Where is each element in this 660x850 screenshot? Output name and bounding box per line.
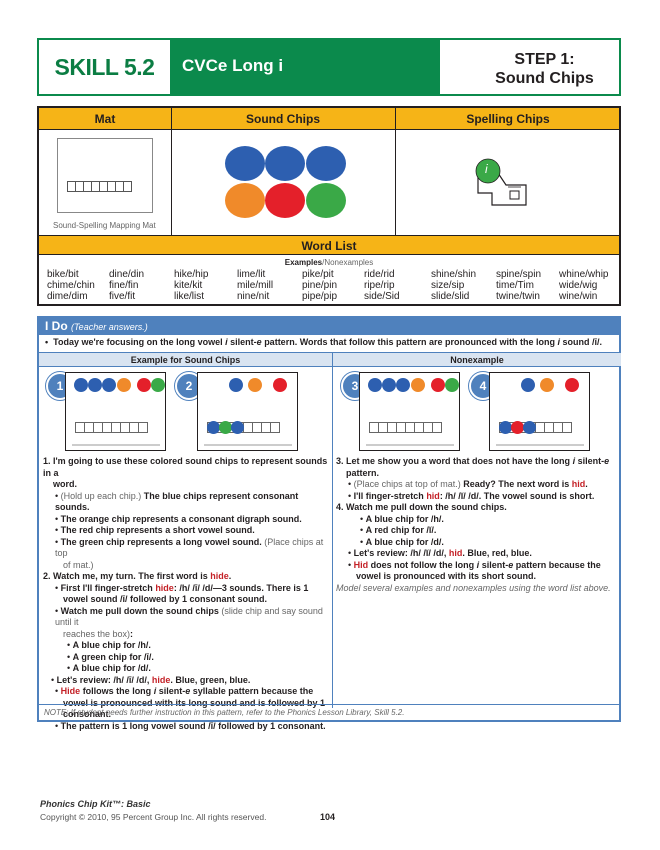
spelling-chip-letter: i: [485, 162, 488, 176]
word-pair: chime/chin: [47, 280, 95, 291]
i-do-panel: I Do (Teacher answers.) • Today we're fo…: [37, 316, 621, 731]
chip-mat-card: [489, 372, 590, 451]
word-pair: spine/spin: [496, 269, 542, 280]
sound-chip-orange: [225, 183, 265, 218]
sound-chip-blue: [265, 146, 305, 181]
word-pair: side/Sid: [364, 291, 400, 302]
example-steps-text: 1. I'm going to use these colored sound …: [43, 456, 328, 731]
mapping-mat-image: [57, 138, 153, 213]
skill-number: SKILL 5.2: [54, 53, 155, 80]
i-do-title: I Do (Teacher answers.): [39, 318, 619, 335]
sound-chip-green: [306, 183, 346, 218]
examples-label: Examples/Nonexamples: [284, 258, 374, 267]
word-pair: ride/rid: [364, 269, 395, 280]
materials-table: Mat Sound Chips Spelling Chips Sound-Spe…: [37, 106, 621, 306]
right-column-header: Nonexample: [333, 352, 621, 367]
step-number: STEP 1:: [514, 51, 575, 68]
word-pair: slide/slid: [431, 291, 470, 302]
word-pair: time/Tim: [496, 280, 534, 291]
word-pair: shine/shin: [431, 269, 477, 280]
word-pair: dime/dim: [47, 291, 88, 302]
column-divider: [332, 352, 333, 708]
mat-caption: Sound-Spelling Mapping Mat: [53, 221, 156, 230]
word-pair: wine/win: [559, 291, 598, 302]
step-label: STEP 1: Sound Chips: [440, 40, 619, 94]
note-text: NOTE: If student needs further instructi…: [39, 704, 619, 720]
sound-chip-red: [265, 183, 305, 218]
word-pair: pike/pit: [302, 269, 334, 280]
word-pair: bike/bit: [47, 269, 79, 280]
divider: [395, 108, 396, 236]
skill-header: SKILL 5.2 CVCe Long i STEP 1: Sound Chip…: [37, 38, 621, 96]
mat-boxes: [67, 181, 132, 192]
left-column-header: Example for Sound Chips: [39, 352, 332, 367]
word-pair: pine/pin: [302, 280, 338, 291]
skill-title: CVCe Long i: [170, 40, 440, 94]
word-pair: pipe/pip: [302, 291, 338, 302]
word-pair: ripe/rip: [364, 280, 395, 291]
word-pair: fine/fin: [109, 280, 139, 291]
word-pair: size/sip: [431, 280, 465, 291]
intro-text: • Today we're focusing on the long vowel…: [45, 337, 603, 347]
word-pair: five/fit: [109, 291, 136, 302]
chip-mat-card: [359, 372, 460, 451]
word-pair: wide/wig: [559, 280, 598, 291]
word-pair: whine/whip: [559, 269, 609, 280]
word-pair: kite/kit: [174, 280, 203, 291]
col-sound-header: Sound Chips: [246, 112, 320, 126]
chip-mat-card: [197, 372, 298, 451]
word-pair: hike/hip: [174, 269, 209, 280]
footer-product: Phonics Chip Kit™: Basic: [40, 799, 151, 809]
nonexample-steps-text: 3. Let me show you a word that does not …: [336, 456, 611, 593]
sound-chip-blue: [225, 146, 265, 181]
word-pair: like/list: [174, 291, 205, 302]
word-list-header-row: Word List: [39, 235, 619, 255]
word-pair: nine/nit: [237, 291, 270, 302]
chip-mat-card: [65, 372, 166, 451]
word-list-header: Word List: [301, 239, 357, 253]
word-pair: twine/twin: [496, 291, 540, 302]
col-mat-header: Mat: [94, 112, 116, 126]
page-number: 104: [320, 812, 336, 822]
step-name: Sound Chips: [495, 70, 594, 87]
word-pair: lime/lit: [237, 269, 266, 280]
word-pair: dine/din: [109, 269, 145, 280]
spelling-chip-icon: [475, 158, 527, 206]
col-spelling-header: Spelling Chips: [466, 112, 550, 126]
materials-header-row: [39, 108, 619, 130]
footer-copyright: Copyright © 2010, 95 Percent Group Inc. …: [40, 812, 267, 822]
word-pair: mile/mill: [237, 280, 274, 291]
divider: [171, 108, 172, 236]
sound-chip-blue: [306, 146, 346, 181]
